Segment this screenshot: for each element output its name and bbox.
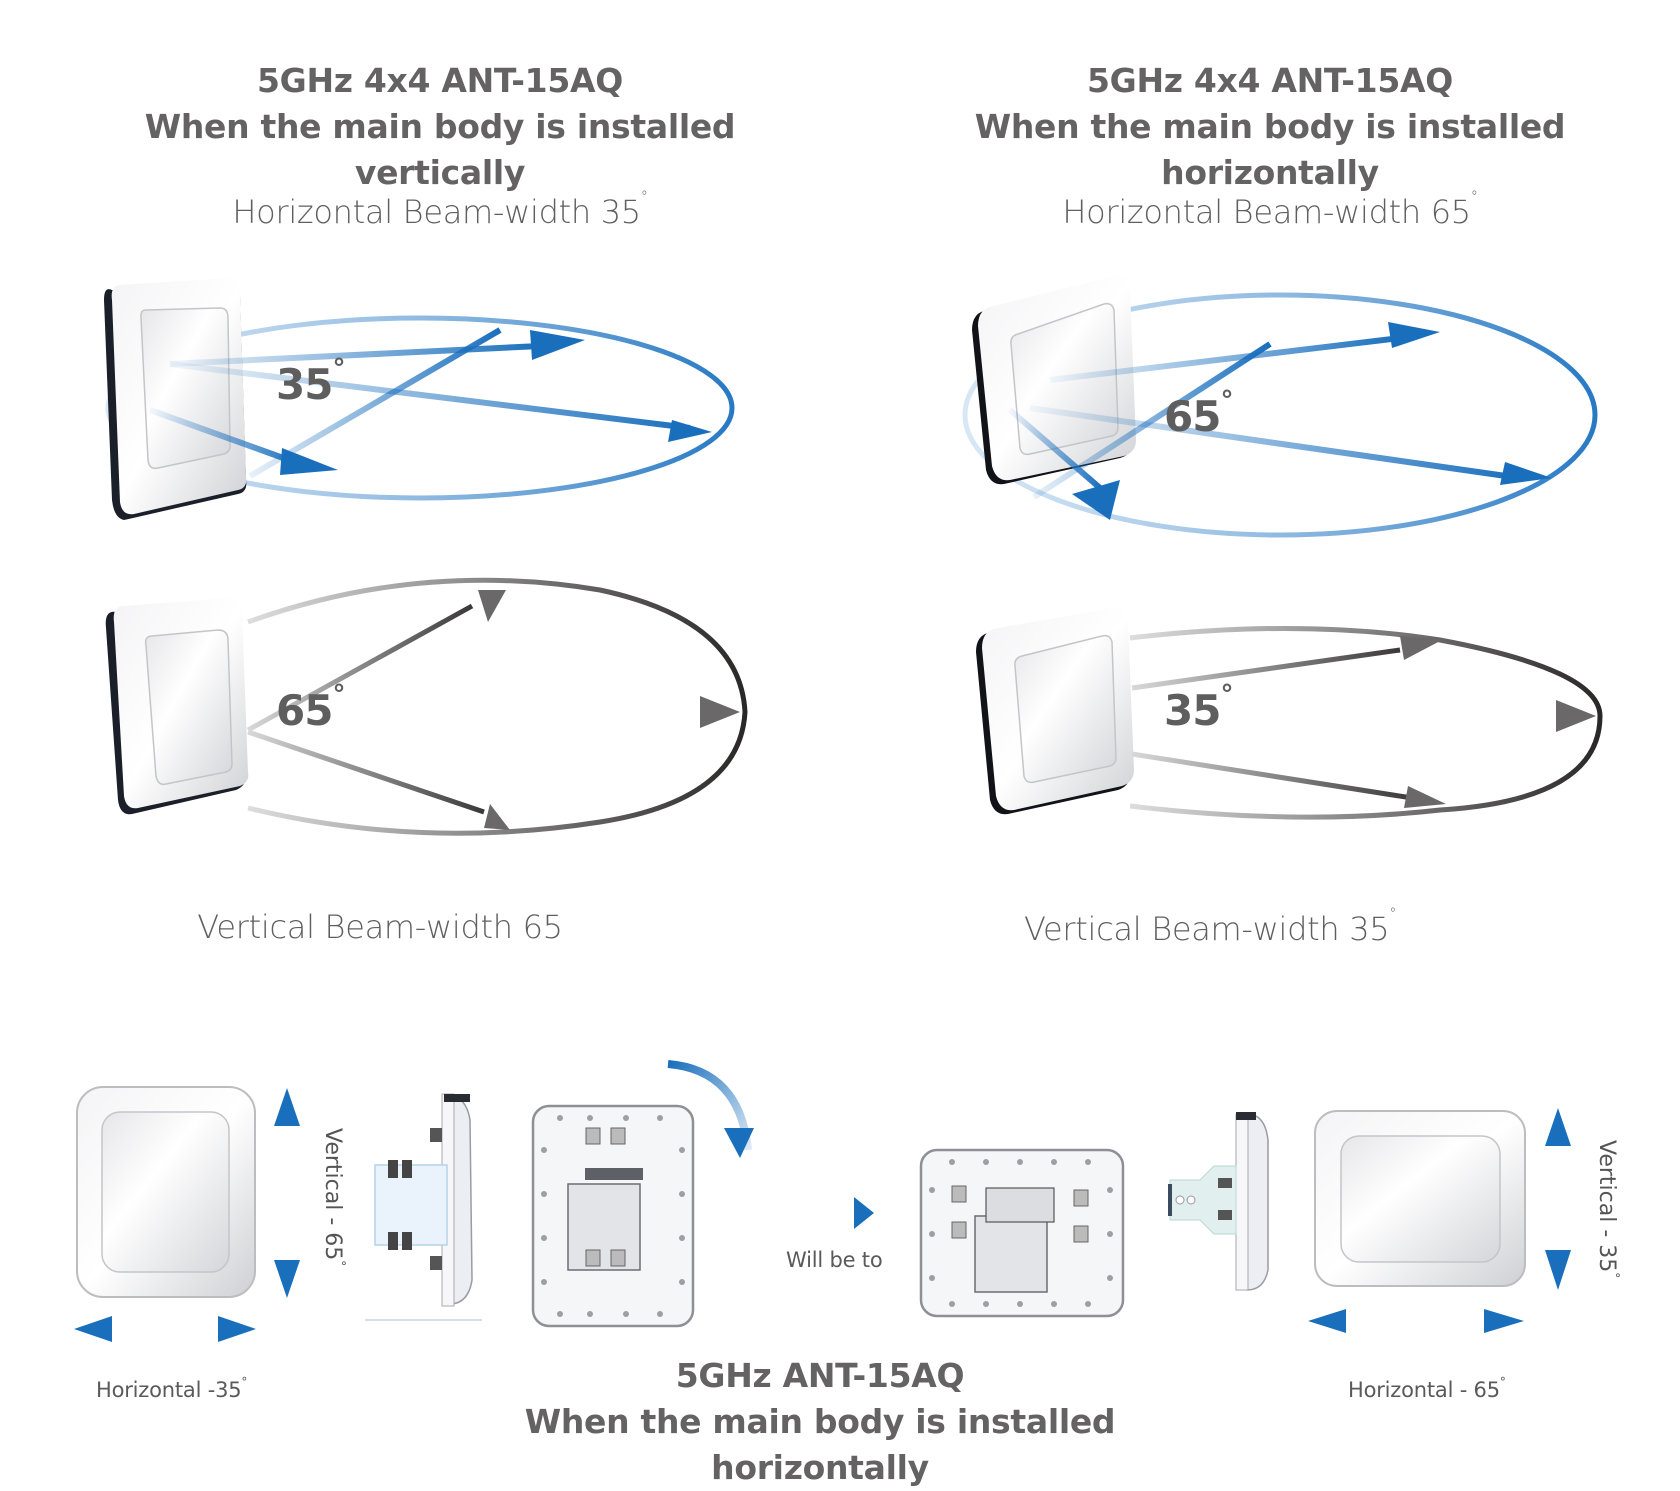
right-title: 5GHz 4x4 ANT-15AQ When the main body is … [880,58,1660,196]
beam-ellipse [105,315,735,501]
bottom-title: 5GHz ANT-15AQ When the main body is inst… [440,1353,1200,1491]
right-horizontal-label: Horizontal - 65° [1348,1375,1506,1402]
arrow-head [1072,480,1120,520]
antenna-back-horizontal-icon [919,1148,1125,1318]
right-title-line2: When the main body is installed horizont… [974,107,1566,192]
transition-label: Will be to [786,1248,883,1272]
horizontal-double-arrow-icon [1308,1309,1524,1333]
right-horizontal-angle-label: 65° [1164,386,1233,441]
left-vertical-angle-label: 65° [276,680,345,735]
left-horizontal-label: Horizontal -35° [96,1375,248,1402]
transition-arrow-icon [790,1197,874,1229]
arrow-head [1556,700,1596,732]
antenna-front-horizontal-icon [1314,1110,1526,1287]
arrow-head [668,420,712,442]
antenna-side-horizontal-icon [1168,1112,1269,1291]
right-vertical-caption: Vertical Beam-width 35° [1023,906,1397,948]
beam-ellipse [247,577,748,836]
bottom-title-line2: When the main body is installed horizont… [524,1402,1116,1487]
right-vertical-label: Vertical - 35° [1594,1140,1622,1279]
horizontal-double-arrow-icon [74,1316,256,1342]
antenna-horizontal-icon [976,607,1134,815]
arrow-head [700,696,740,728]
antenna-vertical-icon [105,597,249,815]
arrow-head [530,330,585,360]
arrow-head [1388,322,1440,348]
right-title-line1: 5GHz 4x4 ANT-15AQ [1087,61,1453,100]
right-vertical-angle-label: 35° [1164,680,1233,735]
left-title: 5GHz 4x4 ANT-15AQ When the main body is … [60,58,820,196]
arrow-head [1404,786,1446,808]
rotate-arrow-icon [667,1060,754,1158]
antenna-side-vertical-icon [365,1093,482,1321]
left-title-line1: 5GHz 4x4 ANT-15AQ [257,61,623,100]
left-title-line2: When the main body is installed vertical… [144,107,736,192]
right-horizontal-caption: Horizontal Beam-width 65° [1062,189,1478,231]
arrow-head [484,804,510,830]
left-vertical-label: Vertical - 65° [320,1128,348,1267]
antenna-front-vertical-icon [76,1086,256,1298]
antenna-vertical-icon [104,277,247,520]
arrow-head [1500,462,1552,485]
arrow-head [1400,636,1442,660]
antenna-back-vertical-icon [531,1104,695,1328]
vertical-double-arrow-icon [1545,1108,1571,1290]
beam-ellipse [962,292,1598,538]
arrow-head [478,590,506,622]
left-horizontal-angle-label: 35° [276,354,345,409]
arrow-head [280,448,338,475]
bottom-title-line1: 5GHz ANT-15AQ [675,1356,965,1395]
left-vertical-caption: Vertical Beam-width 65 [197,908,563,946]
left-horizontal-caption: Horizontal Beam-width 35° [232,189,648,231]
beam-ellipse [1129,626,1603,820]
vertical-double-arrow-icon [274,1088,300,1298]
